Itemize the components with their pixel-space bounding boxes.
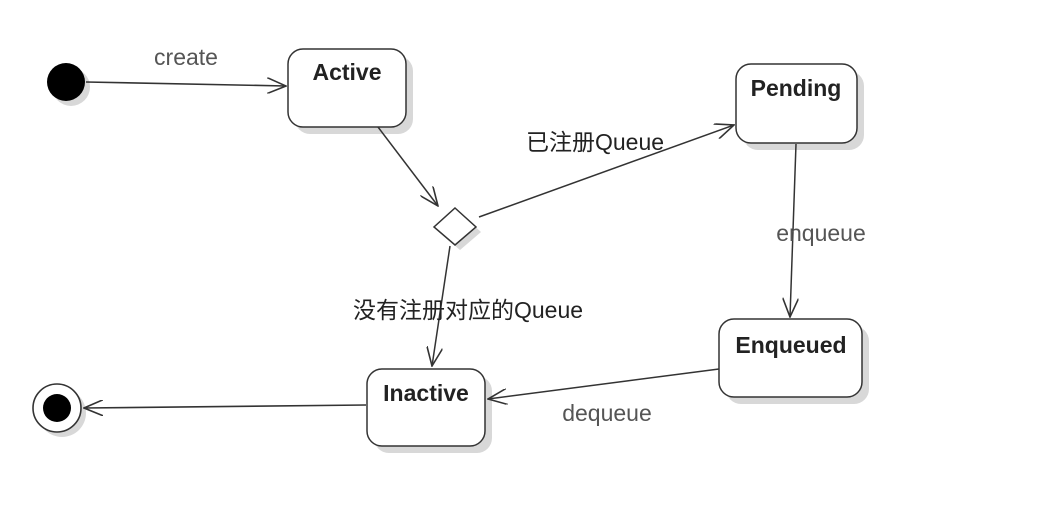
- state-pending: Pending: [735, 63, 864, 150]
- state-inactive-label: Inactive: [383, 380, 469, 406]
- transition-decision-to-inactive: [432, 245, 451, 366]
- transition-create: [85, 82, 286, 86]
- transition-inactive-to-final: [84, 405, 367, 408]
- transition-dequeue-label: dequeue: [562, 400, 652, 426]
- state-inactive: Inactive: [366, 368, 492, 453]
- transition-decision-to-pending: [478, 125, 734, 218]
- final-node: [32, 383, 86, 437]
- state-pending-label: Pending: [751, 75, 842, 101]
- transition-no-registered-queue-label: 没有注册对应的Queue: [353, 297, 583, 323]
- transition-enqueued-to-inactive: [488, 368, 720, 399]
- state-enqueued: Enqueued: [718, 318, 869, 404]
- initial-node: [47, 63, 90, 106]
- state-active: Active: [287, 48, 413, 134]
- transition-active-to-decision: [377, 126, 438, 206]
- state-enqueued-label: Enqueued: [735, 332, 846, 358]
- state-active-label: Active: [312, 59, 381, 85]
- transition-registered-queue-label: 已注册Queue: [526, 129, 664, 155]
- transition-enqueue-label: enqueue: [776, 220, 866, 246]
- decision-node: [432, 206, 481, 250]
- transition-pending-to-enqueued: [790, 143, 796, 317]
- transition-create-label: create: [154, 44, 218, 70]
